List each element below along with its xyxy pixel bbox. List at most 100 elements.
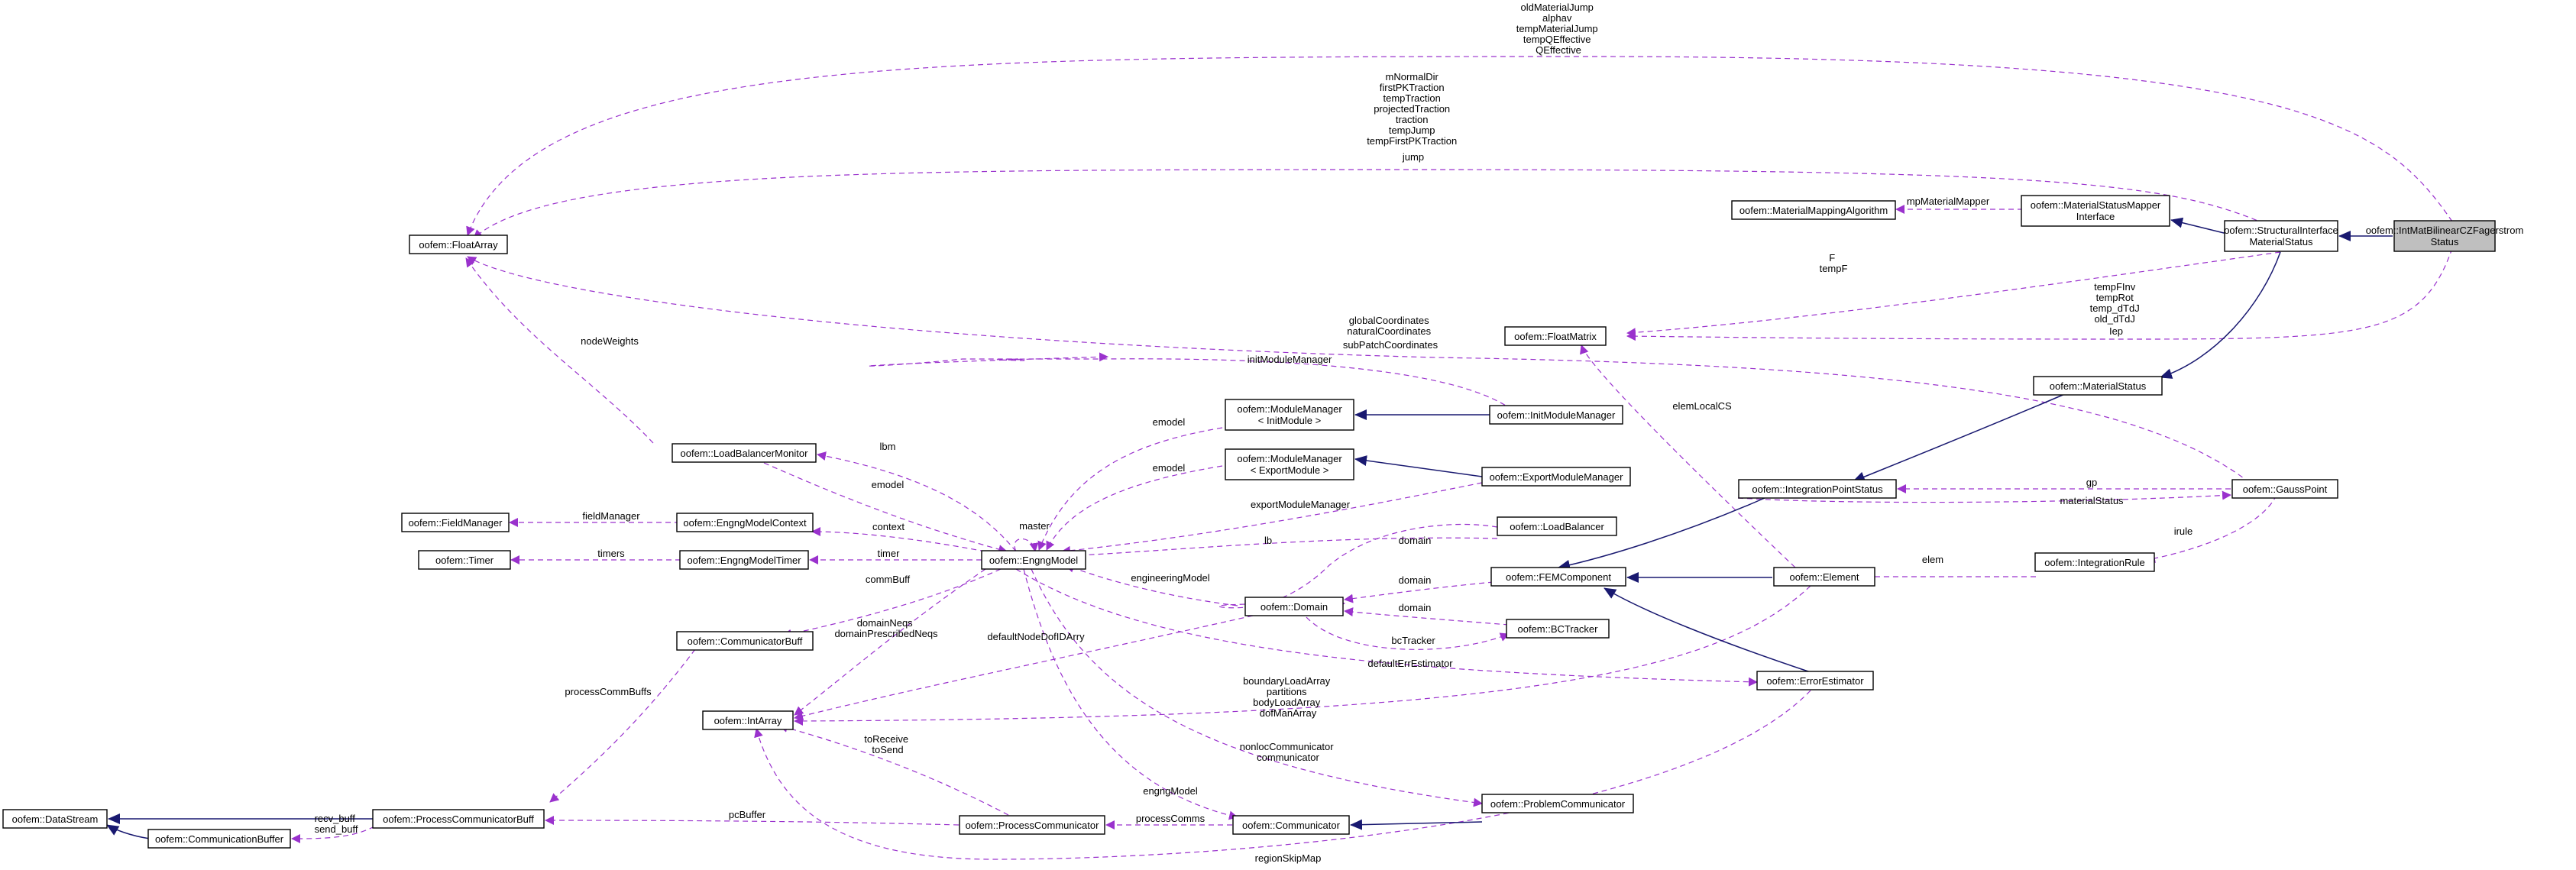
node-box [372, 809, 545, 829]
node-gausspoint[interactable]: oofem::GaussPoint [2231, 479, 2338, 499]
usage-edges [291, 56, 2453, 860]
node-box [409, 234, 508, 254]
node-problemcommunicator[interactable]: oofem::ProblemCommunicator [1481, 794, 1634, 813]
edge-label-line: naturalCoordinates [1347, 325, 1431, 337]
edge-ips-inherits-femcomp [1558, 497, 1765, 571]
edge-label-commbuff: commBuff [866, 574, 911, 585]
node-intmatbilinearczfagerstromstatus[interactable]: oofem::IntMatBilinearCZFagerstrom Status [2366, 220, 2524, 252]
node-timer[interactable]: oofem::Timer [418, 550, 511, 570]
node-label: oofem::IntegrationRule [2044, 557, 2145, 568]
node-loadbalancermonitor[interactable]: oofem::LoadBalancerMonitor [672, 443, 817, 463]
edge-label-regionskipmap: regionSkipMap [1255, 852, 1322, 864]
edge-label-line: temp_dTdJ [2090, 302, 2140, 314]
node-errorestimator[interactable]: oofem::ErrorEstimator [1756, 671, 1874, 691]
edge-engngmodel-initmm [868, 352, 1513, 411]
edge-label-line: send_buff [315, 823, 358, 835]
edge-domain-lb [1218, 523, 1498, 609]
edge-engngmodel-mmexport [1046, 465, 1223, 551]
edge-label-recv-send: recv_buff send_buff [315, 813, 358, 835]
node-element[interactable]: oofem::Element [1773, 567, 1875, 587]
edge-gausspoint-intrule [2146, 494, 2277, 563]
node-loadbalancer[interactable]: oofem::LoadBalancer [1497, 516, 1617, 536]
node-materialmappingalgorithm[interactable]: oofem::MaterialMappingAlgorithm [1731, 200, 1896, 220]
node-label: oofem::LoadBalancerMonitor [681, 448, 809, 459]
node-label: oofem::StructuralInterface [2224, 225, 2338, 236]
node-processcommunicatorbuff[interactable]: oofem::ProcessCommunicatorBuff [372, 809, 545, 829]
node-initmodulemanager[interactable]: oofem::InitModuleManager [1489, 405, 1623, 425]
node-communicationbuffer[interactable]: oofem::CommunicationBuffer [147, 829, 291, 849]
node-materialstatusmapperinterface[interactable]: oofem::MaterialStatusMapper Interface [2021, 195, 2170, 227]
edge-label-line: tempFirstPKTraction [1367, 135, 1457, 147]
edge-engngmodel-intarray [794, 568, 986, 716]
node-communicatorbuff[interactable]: oofem::CommunicatorBuff [676, 631, 814, 651]
edge-label-line: boundaryLoadArray [1243, 675, 1331, 687]
edge-label-element-intarray: boundaryLoadArray partitions bodyLoadArr… [1243, 675, 1333, 719]
edge-label-processcomms: processComms [1136, 813, 1205, 824]
edge-element-intarray [794, 585, 1811, 726]
edge-sims-inherits-msmi [2170, 217, 2228, 234]
edge-exportmm-engngmodel [1061, 482, 1483, 555]
edge-label-line: alphav [1542, 12, 1572, 24]
node-bctracker[interactable]: oofem::BCTracker [1506, 619, 1610, 639]
edge-pcb-communicationbuffer [291, 826, 375, 843]
node-label: oofem::IntegrationPointStatus [1752, 484, 1883, 495]
node-processcommunicator[interactable]: oofem::ProcessCommunicator [959, 815, 1105, 835]
node-label: oofem::InitModuleManager [1497, 409, 1616, 421]
edge-label-line: old_dTdJ [2094, 313, 2134, 325]
edge-mmexport-inherits-exportmm [1354, 455, 1483, 477]
node-engngmodeltimer[interactable]: oofem::EngngModelTimer [679, 550, 809, 570]
node-femcomponent[interactable]: oofem::FEMComponent [1490, 567, 1626, 587]
node-communicator[interactable]: oofem::Communicator [1232, 815, 1350, 835]
node-datastream[interactable]: oofem::DataStream [2, 809, 108, 829]
node-box [1244, 597, 1344, 616]
node-fieldmanager[interactable]: oofem::FieldManager [401, 513, 510, 532]
node-label: oofem::FEMComponent [1506, 571, 1611, 583]
edge-errest-inherits-femcomp [1604, 587, 1811, 673]
edge-label-defaultnode: defaultNodeDofIDArry [987, 631, 1085, 642]
edge-matstatus-inherits-ips [1853, 393, 2067, 482]
edge-label-line: subPatchCoordinates [1343, 339, 1438, 351]
node-engngmodel[interactable]: oofem::EngngModel [981, 550, 1086, 570]
edge-label-lbm: lbm [880, 441, 896, 452]
edge-label-line: dofManArray [1260, 707, 1317, 719]
node-exportmodulemanager[interactable]: oofem::ExportModuleManager [1481, 467, 1631, 487]
node-box [1506, 619, 1610, 639]
node-box [1490, 567, 1626, 587]
edge-label-initmodulemanager: initModuleManager [1248, 354, 1332, 365]
edge-floatarray-gausspoint [467, 256, 2251, 484]
edge-label-line: tempF [1820, 263, 1848, 274]
node-box [676, 631, 814, 651]
edge-label-line: globalCoordinates [1349, 315, 1429, 326]
node-label: oofem::ExportModuleManager [1490, 471, 1624, 483]
node-integrationrule[interactable]: oofem::IntegrationRule [2034, 552, 2155, 572]
node-floatarray[interactable]: oofem::FloatArray [409, 234, 508, 254]
edge-label-line: tempMaterialJump [1516, 23, 1598, 34]
node-label: oofem::MaterialStatusMapper [2031, 199, 2161, 211]
edge-label-line: communicator [1257, 752, 1319, 763]
node-domain[interactable]: oofem::Domain [1244, 597, 1344, 616]
node-box [1738, 479, 1897, 499]
node-floatmatrix[interactable]: oofem::FloatMatrix [1504, 326, 1607, 346]
node-label: oofem::MaterialMappingAlgorithm [1739, 205, 1888, 216]
edge-label-line: tempJump [1389, 125, 1435, 136]
node-label: oofem::ProcessCommunicatorBuff [383, 813, 534, 825]
node-box [2231, 479, 2338, 499]
edge-label-line: mNormalDir [1386, 71, 1439, 82]
node-box [2033, 376, 2163, 396]
node-materialstatus[interactable]: oofem::MaterialStatus [2033, 376, 2163, 396]
node-label: oofem::IntArray [714, 715, 782, 726]
edge-label-fa-sims: mNormalDir firstPKTraction tempTraction … [1367, 71, 1460, 163]
edge-floatarray-sims [473, 169, 2266, 239]
node-box [959, 815, 1105, 835]
node-box [1225, 448, 1354, 480]
node-integrationpointstatus[interactable]: oofem::IntegrationPointStatus [1738, 479, 1897, 499]
node-box [418, 550, 511, 570]
node-modulemanager-exportmodule[interactable]: oofem::ModuleManager < ExportModule > [1225, 448, 1354, 480]
edge-label-line: toReceive [864, 733, 908, 745]
node-modulemanager-initmodule[interactable]: oofem::ModuleManager < InitModule > [1225, 399, 1354, 431]
edge-pc-intarray [778, 723, 1009, 816]
node-engngmodelcontext[interactable]: oofem::EngngModelContext [676, 513, 814, 532]
node-structuralinterfacematerialstatus[interactable]: oofem::StructuralInterface MaterialStatu… [2224, 220, 2338, 252]
node-intarray[interactable]: oofem::IntArray [702, 710, 794, 730]
